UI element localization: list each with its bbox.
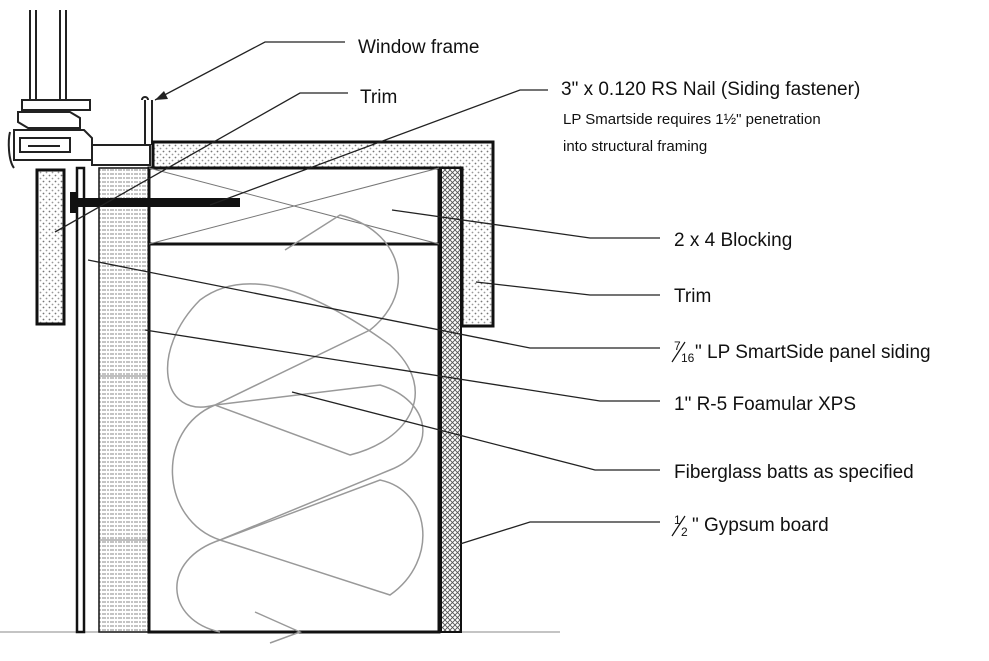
fiberglass-batts: [166, 214, 424, 633]
window-frame: [7, 10, 153, 169]
leader-lines: [54, 41, 660, 545]
exterior-trim: [35, 168, 66, 326]
gypsum-board: [440, 167, 462, 633]
svg-text:2: 2: [681, 525, 688, 539]
svg-text:16: 16: [681, 351, 695, 365]
label-nail-note-1: LP Smartside requires 1½" penetration: [563, 111, 821, 128]
label-trim-side: Trim: [674, 286, 711, 307]
label-blocking: 2 x 4 Blocking: [674, 230, 792, 251]
label-siding: 7 16 " LP SmartSide panel siding: [671, 339, 931, 365]
label-gypsum: 1 2 " Gypsum board: [671, 513, 829, 539]
svg-text:" LP SmartSide panel siding: " LP SmartSide panel siding: [695, 342, 931, 363]
label-batts: Fiberglass batts as specified: [674, 462, 914, 483]
label-nail: 3" x 0.120 RS Nail (Siding fastener): [561, 79, 860, 100]
label-window-frame: Window frame: [358, 37, 479, 58]
svg-text:7: 7: [674, 339, 681, 353]
svg-text:" Gypsum board: " Gypsum board: [692, 515, 829, 536]
label-nail-note-2: into structural framing: [563, 138, 707, 155]
svg-text:1: 1: [674, 513, 681, 527]
label-xps: 1" R-5 Foamular XPS: [674, 394, 856, 415]
panel-siding: [75, 166, 86, 634]
siding-nail: [76, 198, 240, 207]
xps-foam: [98, 167, 150, 633]
label-trim-top: Trim: [360, 87, 397, 108]
